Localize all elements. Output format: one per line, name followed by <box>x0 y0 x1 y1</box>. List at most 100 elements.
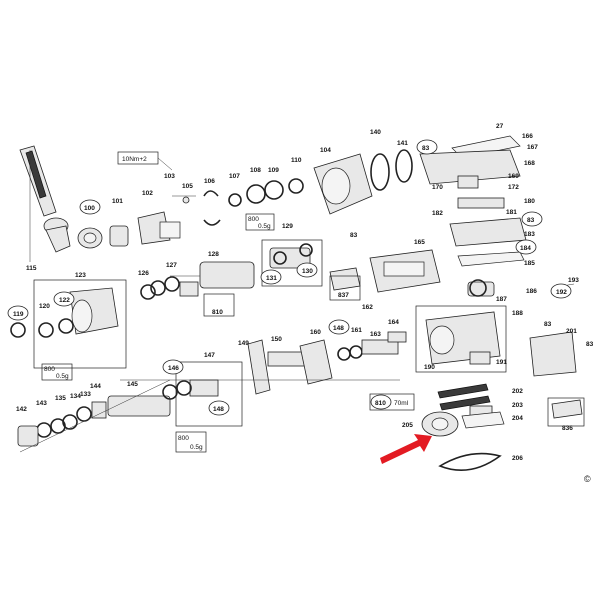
part-labels: 27 166 83 167 168 169 170 172 180 182 18… <box>13 123 594 462</box>
part-label: 103 <box>164 173 175 180</box>
part-label: 106 <box>204 178 215 185</box>
part-label: 161 <box>351 327 362 334</box>
grease-b-qty: 800 <box>44 366 55 373</box>
part-label: 134 <box>70 393 81 400</box>
part-label: 837 <box>338 292 349 299</box>
part-label: 83 <box>586 341 594 348</box>
side-handle <box>19 145 71 262</box>
left-rings <box>10 276 180 369</box>
part-label: 164 <box>388 319 399 326</box>
lower-drive <box>421 383 583 472</box>
gear-assembly <box>415 279 577 377</box>
part-label: 115 <box>26 265 37 272</box>
part-label: 83 <box>527 217 535 224</box>
part-label: 126 <box>138 270 149 277</box>
part-label: 144 <box>90 383 101 390</box>
part-label: 135 <box>55 395 66 402</box>
part-label: 143 <box>36 400 47 407</box>
part-label: 203 <box>512 402 523 409</box>
callout-bubbles <box>7 139 572 416</box>
part-label: 83 <box>350 232 358 239</box>
part-label: 109 <box>268 167 279 174</box>
clip-parts <box>203 178 304 226</box>
part-label: 119 <box>13 311 24 318</box>
part-label: 205 <box>402 422 413 429</box>
part-label: 102 <box>142 190 153 197</box>
part-label: 166 <box>522 133 533 140</box>
part-label: 204 <box>512 415 523 422</box>
part-label: 172 <box>508 184 519 191</box>
part-label: 810 <box>212 309 223 316</box>
brush-holder <box>329 249 441 293</box>
part-label: 191 <box>496 359 507 366</box>
part-label: 27 <box>496 123 504 130</box>
part-label: 128 <box>208 251 219 258</box>
part-label: 184 <box>520 245 531 252</box>
grease-annotation-a: 800 0.5g <box>245 213 275 231</box>
part-label: 180 <box>524 198 535 205</box>
torque-label: 10Nm+2 <box>122 156 147 163</box>
grease-annotation-c: 800 0.5g <box>175 431 207 453</box>
grease-c-qty: 800 <box>178 435 189 442</box>
part-label: 188 <box>512 310 523 317</box>
part-label: 127 <box>166 262 177 269</box>
boxes <box>203 239 585 427</box>
part-label: 836 <box>562 425 573 432</box>
part-label: 183 <box>524 231 535 238</box>
part-label: 107 <box>229 173 240 180</box>
part-label: 148 <box>213 406 224 413</box>
highlight-arrow <box>380 434 432 464</box>
part-label: 160 <box>310 329 321 336</box>
part-label: 141 <box>397 140 408 147</box>
part-label: 101 <box>112 198 123 205</box>
grease-a-qty: 800 <box>248 216 259 223</box>
part-label: 122 <box>59 297 70 304</box>
part-label: 185 <box>524 260 535 267</box>
part-label: 169 <box>508 173 519 180</box>
part-label: 182 <box>432 210 443 217</box>
top-cover <box>419 135 527 267</box>
part-label: 162 <box>362 304 373 311</box>
grease-c-amount: 0.5g <box>190 444 203 451</box>
part-label: 167 <box>527 144 538 151</box>
part-label: 145 <box>127 381 138 388</box>
part-label: 105 <box>182 183 193 190</box>
grease-annotation-b: 800 0.5g <box>41 363 73 381</box>
part-label: 150 <box>271 336 282 343</box>
part-label: 129 <box>282 223 293 230</box>
motor-housing <box>313 149 413 215</box>
part-label: 131 <box>266 275 277 282</box>
part-label: 110 <box>291 157 302 164</box>
armature <box>170 243 313 297</box>
piston-parts <box>17 331 407 453</box>
part-label: 810 <box>375 400 386 407</box>
part-label: 165 <box>414 239 425 246</box>
part-label: 146 <box>168 365 179 372</box>
part-label: 108 <box>250 167 261 174</box>
part-label: 193 <box>568 277 579 284</box>
part-label: 192 <box>556 289 567 296</box>
oil-amount: 70ml <box>394 400 409 407</box>
part-label: 133 <box>80 391 91 398</box>
part-label: 187 <box>496 296 507 303</box>
part-label: 186 <box>526 288 537 295</box>
part-label: 83 <box>544 321 552 328</box>
part-label: 120 <box>39 303 50 310</box>
part-label: 130 <box>302 268 313 275</box>
part-label: 163 <box>370 331 381 338</box>
grease-a-amount: 0.5g <box>258 223 271 230</box>
part-label: 206 <box>512 455 523 462</box>
chuck-front <box>77 195 196 249</box>
part-label: 149 <box>238 340 249 347</box>
part-label: 181 <box>506 209 517 216</box>
part-label: 202 <box>512 388 523 395</box>
torque-annotation: 10Nm+2 <box>117 151 173 171</box>
part-label: 123 <box>75 272 86 279</box>
oil-annotation: 70ml <box>369 393 415 411</box>
copyright-mark: © <box>584 474 591 484</box>
part-label: 140 <box>370 129 381 136</box>
part-label: 83 <box>422 145 430 152</box>
part-label: 168 <box>524 160 535 167</box>
part-label: 104 <box>320 147 331 154</box>
